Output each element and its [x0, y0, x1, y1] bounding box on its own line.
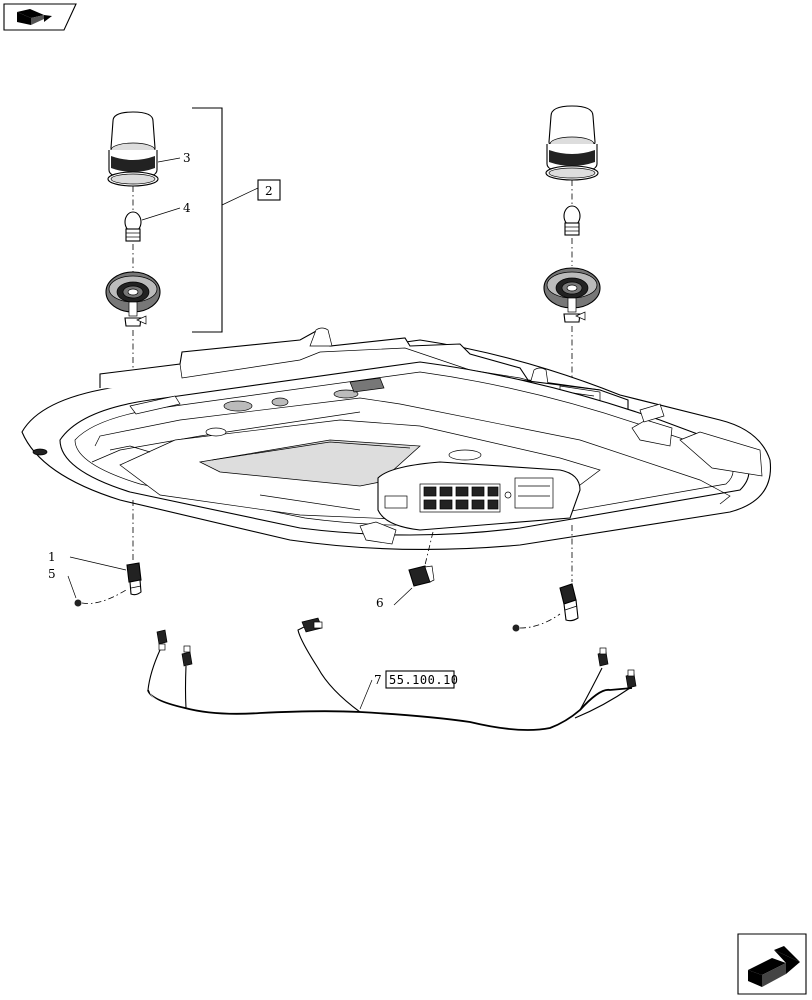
harness-ref-label[interactable]: 55.100.10 — [389, 673, 459, 687]
left-beacon-lens — [107, 111, 159, 187]
kit-bracket — [192, 107, 223, 333]
right-base — [543, 267, 601, 323]
left-nut — [74, 599, 82, 607]
callout-6: 6 — [376, 596, 384, 610]
callout-5: 5 — [48, 567, 56, 581]
right-plug — [559, 583, 579, 622]
right-beacon-lens — [545, 105, 599, 181]
left-base — [105, 271, 161, 327]
next-page-arrow-icon — [748, 946, 800, 987]
left-bulb — [124, 211, 142, 242]
harness-ref-box[interactable] — [385, 670, 455, 689]
callout-1: 1 — [48, 550, 56, 564]
callout-box-2 — [257, 179, 281, 201]
right-nut — [512, 624, 520, 632]
back-to-index-button[interactable] — [3, 3, 77, 31]
center-connector — [408, 565, 435, 587]
book-icon — [17, 9, 52, 25]
right-bulb — [563, 205, 581, 236]
wire-harness — [147, 617, 637, 733]
left-plug — [126, 562, 142, 596]
callout-4: 4 — [183, 201, 191, 215]
callout-2: 2 — [265, 184, 273, 198]
next-page-button[interactable] — [737, 933, 807, 995]
callout-7: 7 — [374, 673, 382, 687]
callout-3: 3 — [183, 151, 191, 165]
cab-roof — [21, 327, 772, 551]
